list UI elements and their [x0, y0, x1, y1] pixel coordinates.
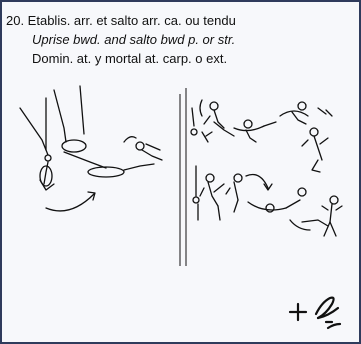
element-title-french: 20. Etablis. arr. et salto arr. ca. ou t…: [6, 13, 236, 29]
element-title-spanish: Domin. at. y mortal at. carp. o ext.: [32, 51, 227, 67]
element-title-english: Uprise bwd. and salto bwd p. or str.: [32, 32, 235, 48]
gymnast-rings-sequence-icon: [2, 80, 359, 266]
element-header: 20. Etablis. arr. et salto arr. ca. ou t…: [2, 2, 359, 78]
plus-handwritten-e-icon: [288, 292, 348, 332]
